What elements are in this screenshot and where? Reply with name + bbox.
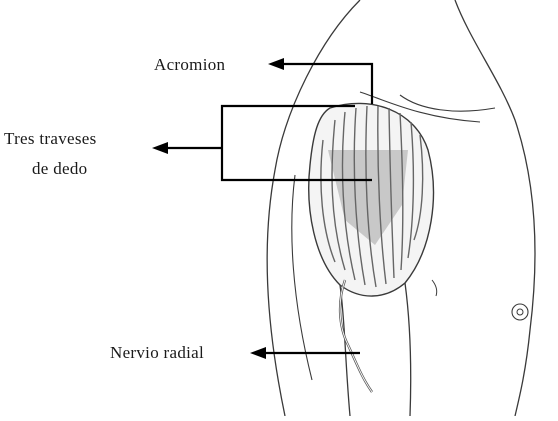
tres-traveses-arrowhead — [152, 142, 168, 154]
radial-nerve — [340, 280, 372, 392]
acromion-arrowhead — [268, 58, 284, 70]
collarbone-line — [400, 95, 495, 111]
nervio-radial-arrowhead — [250, 347, 266, 359]
nipple — [517, 309, 523, 315]
armpit-line — [432, 280, 437, 296]
acromion-pointer — [282, 64, 372, 104]
areola — [512, 304, 528, 320]
tres-traveses-label-line2: de dedo — [32, 160, 87, 177]
upper-arm-outline-right — [405, 283, 411, 416]
upper-arm-outline — [340, 285, 350, 416]
tres-traveses-label-line1: Tres traveses — [4, 130, 97, 147]
chest-outline — [455, 0, 535, 416]
acromion-label: Acromion — [154, 56, 225, 73]
nervio-radial-label: Nervio radial — [110, 344, 204, 361]
